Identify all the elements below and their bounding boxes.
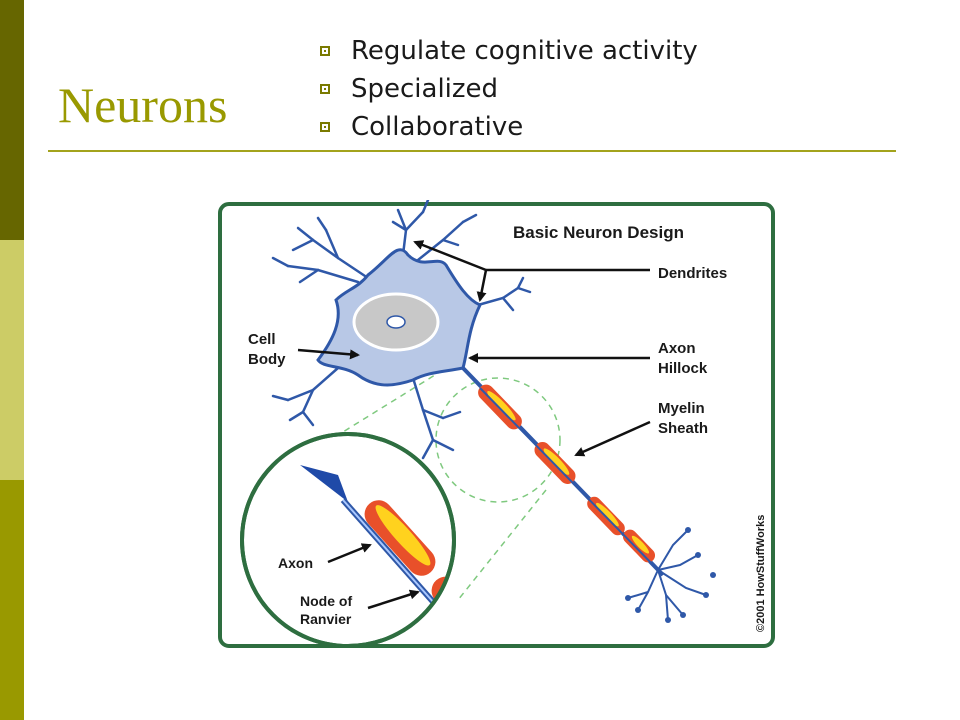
bullet-text: Specialized (351, 74, 499, 104)
slide-sidebar (0, 0, 24, 720)
label-node-1: Node of (300, 593, 352, 609)
zoom-circle-outline (240, 432, 456, 648)
slide-title: Neurons (58, 77, 228, 133)
label-axon-hillock-2: Hillock (658, 360, 708, 377)
square-bullet-icon (320, 84, 330, 94)
bullet-item: Collaborative (318, 108, 698, 146)
label-node-2: Ranvier (300, 611, 352, 627)
bullet-list: Regulate cognitive activity Specialized … (318, 32, 698, 146)
bullet-text: Collaborative (351, 112, 524, 142)
label-arrows (297, 240, 651, 610)
title-divider (48, 150, 896, 152)
label-dendrites: Dendrites (658, 265, 727, 282)
square-bullet-icon (320, 122, 330, 132)
square-bullet-icon (320, 46, 330, 56)
bullet-item: Specialized (318, 70, 698, 108)
dendrites-group (271, 200, 532, 460)
nucleolus (386, 315, 406, 329)
terminal-buttons (625, 527, 716, 623)
copyright-text: ©2001 HowStuffWorks (755, 515, 767, 632)
sidebar-band-mid (0, 480, 24, 720)
label-myelin-2: Sheath (658, 420, 708, 437)
label-cell: Cell (248, 331, 276, 348)
axon-core (479, 387, 659, 571)
diagram-title: Basic Neuron Design (513, 223, 684, 242)
bullet-text: Regulate cognitive activity (351, 36, 698, 66)
neuron-diagram: Basic Neuron Design Dendrites Cell Body … (218, 200, 775, 648)
label-axon: Axon (278, 555, 313, 571)
bullet-item: Regulate cognitive activity (318, 32, 698, 70)
label-myelin-1: Myelin (658, 400, 705, 417)
axon-terminals (627, 529, 707, 621)
label-axon-hillock-1: Axon (658, 340, 696, 357)
sidebar-band-dark (0, 0, 24, 240)
zoom-guides (329, 369, 561, 601)
sidebar-band-light (0, 240, 24, 480)
label-body: Body (248, 351, 286, 368)
myelin-inner (487, 390, 650, 554)
